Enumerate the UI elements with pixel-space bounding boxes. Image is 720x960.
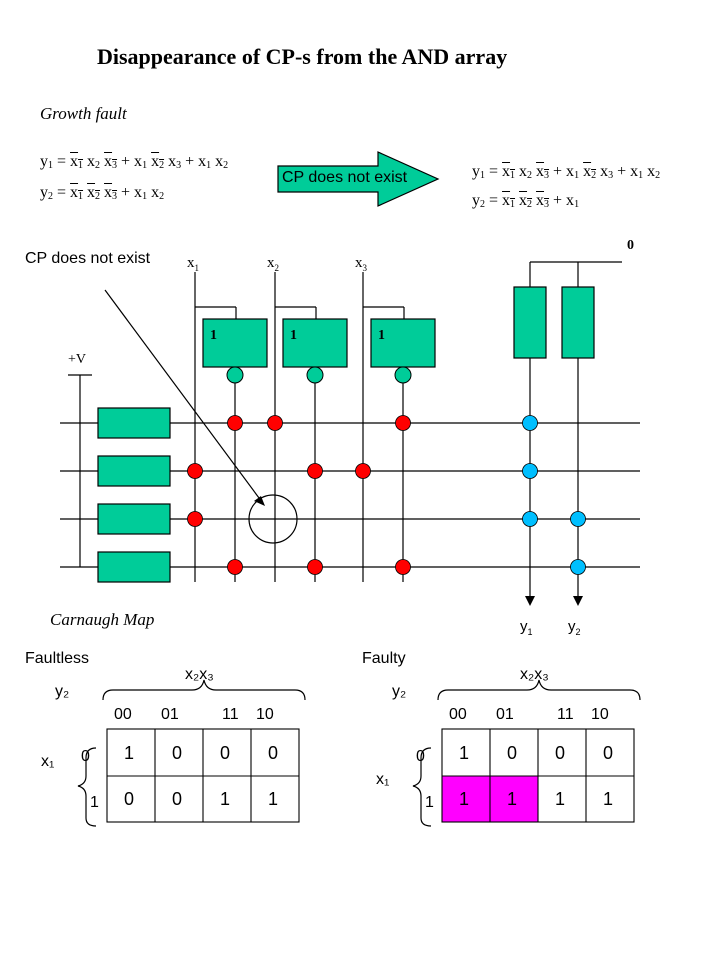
- output-label-y1: y1: [520, 618, 533, 637]
- crosspoint: [307, 463, 323, 479]
- kmap-cell: 1: [268, 789, 279, 809]
- kmap-faulty-col-1: 01: [496, 706, 514, 723]
- crosspoint: [307, 559, 323, 575]
- kmap-faultless-row-0: 0: [81, 748, 90, 765]
- kmap-faultless-row-1: 1: [90, 794, 99, 811]
- equation-y1-faulty: y1 = x1 x2 x3 + x1 x2 x3 + x1 x2: [472, 163, 661, 181]
- inverter-value-x1: 1: [210, 328, 217, 343]
- plus-v-label: +V: [68, 352, 87, 367]
- arrow-label: CP does not exist: [282, 169, 408, 186]
- crosspoint: [227, 559, 243, 575]
- crosspoint: [187, 463, 203, 479]
- or-crosspoint: [522, 415, 538, 431]
- kmap-faultless-side-brace: [77, 747, 97, 827]
- or-crosspoints: [522, 415, 586, 575]
- page-title: Disappearance of CP-s from the AND array: [97, 44, 508, 69]
- crosspoint: [267, 415, 283, 431]
- input-label-x1: x1: [187, 255, 199, 273]
- kmap-faultless-col-0: 00: [114, 706, 132, 723]
- inverter-block-x3: [370, 318, 436, 368]
- kmap-cell: 0: [268, 743, 279, 763]
- or-input-value: 0: [627, 238, 634, 253]
- kmap-faulty-col-var: x₂x₃: [520, 666, 549, 683]
- transform-arrow: [277, 151, 440, 207]
- kmap-cell: 0: [172, 743, 183, 763]
- crosspoint: [227, 415, 243, 431]
- kmap-cell: 1: [220, 789, 231, 809]
- input-label-x2: x2: [267, 255, 279, 273]
- product-lines: [60, 422, 640, 568]
- or-block-y1: [513, 286, 547, 359]
- inverter-value-x2: 1: [290, 328, 297, 343]
- kmap-faulty-col-0: 00: [449, 706, 467, 723]
- kmap-cell: 1: [459, 743, 470, 763]
- and-crosspoints: [187, 415, 411, 575]
- or-block-y2: [561, 286, 595, 359]
- kmap-faulty-col-2: 11: [557, 706, 574, 723]
- equation-y1-faultless: y1 = x1 x2 x3 + x1 x2 x3 + x1 x2: [40, 153, 229, 171]
- input-label-x3: x3: [355, 255, 367, 273]
- cp-pointer-line: [104, 289, 263, 503]
- missing-crosspoint-circle: [248, 494, 298, 544]
- kmap-faulty-side-brace: [412, 747, 432, 827]
- kmap-faulty-row-var: x₁: [376, 771, 390, 788]
- crosspoint: [395, 415, 411, 431]
- y1-arrowhead: [525, 596, 535, 606]
- kmap-faultless-output: y₂: [55, 683, 70, 700]
- pullup-block-2: [97, 455, 171, 487]
- kmap-faultless-grid: [106, 728, 300, 823]
- kmap-faulty-row-0: 0: [416, 748, 425, 765]
- kmap-faulty-output: y₂: [392, 683, 407, 700]
- kmap-cell: 0: [220, 743, 231, 763]
- or-crosspoint: [570, 559, 586, 575]
- kmap-cell-highlighted: 1: [507, 789, 518, 809]
- kmap-cell: 0: [555, 743, 566, 763]
- pullup-block-1: [97, 407, 171, 439]
- kmap-faultless-col-var: x₂x₃: [185, 666, 214, 683]
- kmap-faulty-col-3: 10: [591, 706, 609, 723]
- inverter-bubble-x2: [306, 366, 324, 384]
- y2-arrowhead: [573, 596, 583, 606]
- kmap-cell: 1: [603, 789, 614, 809]
- karnaugh-heading: Carnaugh Map: [50, 610, 155, 629]
- pullup-block-3: [97, 503, 171, 535]
- kmap-faultless-caption: Faultless: [25, 650, 90, 667]
- equation-y2-faultless: y2 = x1 x2 x3 + x1 x2: [40, 184, 165, 202]
- inverter-bubble-x1: [226, 366, 244, 384]
- kmap-faultless-col-2: 11: [222, 706, 239, 723]
- crosspoint: [395, 559, 411, 575]
- kmap-faulty-grid: [441, 728, 635, 823]
- inverter-block-x2: [282, 318, 348, 368]
- kmap-faulty-top-brace: [437, 679, 641, 701]
- kmap-cell: 1: [124, 743, 135, 763]
- kmap-cell: 1: [555, 789, 566, 809]
- crosspoint: [355, 463, 371, 479]
- plus-v-rail: [68, 374, 92, 567]
- kmap-faultless-top-brace: [102, 679, 306, 701]
- output-label-y2: y2: [568, 618, 581, 637]
- kmap-cell-highlighted: 1: [459, 789, 470, 809]
- growth-fault-heading: Growth fault: [40, 104, 127, 123]
- cp-missing-label: CP does not exist: [25, 250, 151, 267]
- kmap-faultless-col-3: 10: [256, 706, 274, 723]
- kmap-cell: 0: [603, 743, 614, 763]
- kmap-cell: 0: [172, 789, 183, 809]
- kmap-faulty-caption: Faulty: [362, 650, 406, 667]
- or-crosspoint: [570, 511, 586, 527]
- cp-pointer-arrowhead: [254, 496, 265, 506]
- inverter-bubble-x3: [394, 366, 412, 384]
- kmap-faulty-row-1: 1: [425, 794, 434, 811]
- pullup-block-4: [97, 551, 171, 583]
- kmap-cell: 0: [124, 789, 135, 809]
- equation-y2-faulty: y2 = x1 x2 x3 + x1: [472, 192, 580, 210]
- kmap-faultless-row-var: x₁: [41, 753, 55, 770]
- crosspoint: [187, 511, 203, 527]
- kmap-faultless-col-1: 01: [161, 706, 179, 723]
- kmap-cell: 0: [507, 743, 518, 763]
- inverter-value-x3: 1: [378, 328, 385, 343]
- or-crosspoint: [522, 463, 538, 479]
- or-crosspoint: [522, 511, 538, 527]
